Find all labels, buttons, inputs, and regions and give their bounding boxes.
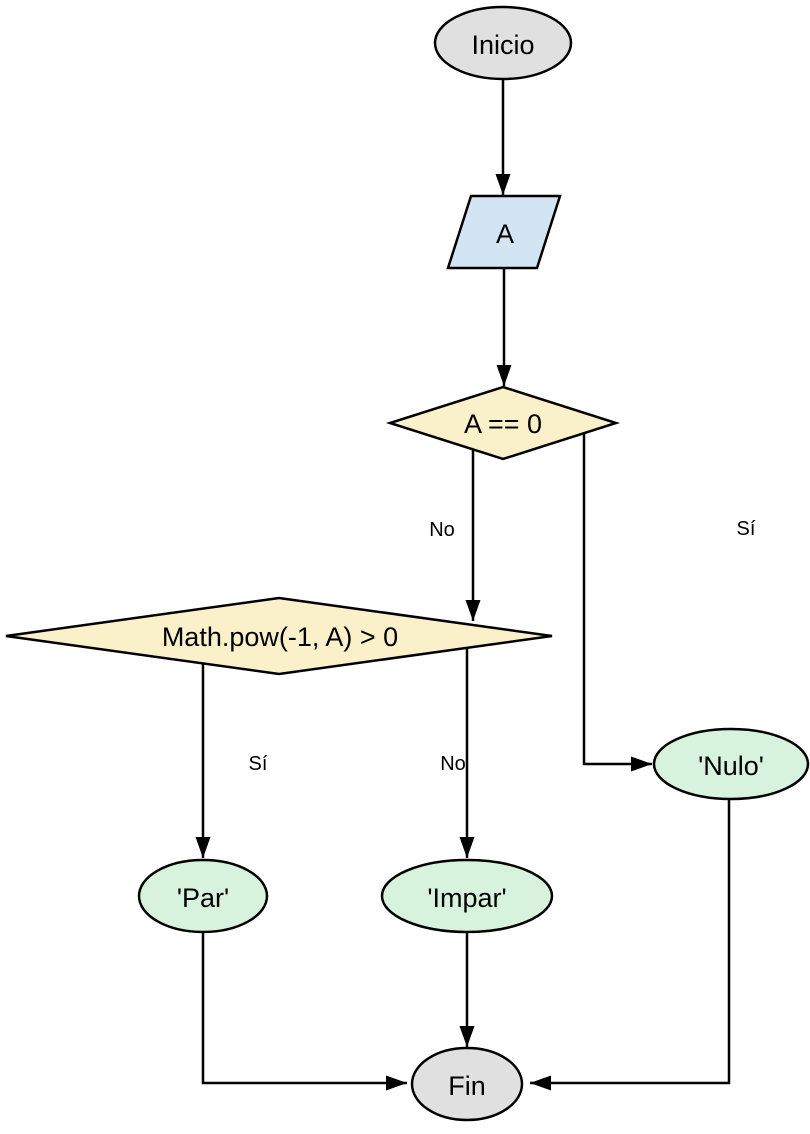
node-check-zero: A == 0 [385,385,621,461]
impar-label: 'Impar' [427,883,506,913]
nulo-result-ellipse [652,727,810,801]
edge-label-no-check-parity: No [440,753,466,775]
inicio-label: Inicio [471,30,534,60]
fin-label: Fin [448,1071,486,1101]
check-zero-diamond [385,385,621,461]
node-par: 'Par' [137,858,269,934]
edge-label-no-check-zero: No [429,519,455,541]
node-inicio: Inicio [433,5,573,81]
nulo-label: 'Nulo' [698,751,764,781]
edge-par-to-fin [201,932,407,1091]
check-parity-label: Math.pow(-1, A) > 0 [162,622,398,652]
node-impar: 'Impar' [380,858,554,934]
input-a-parallelogram [446,194,562,270]
node-input-a: A [446,194,562,270]
edge-nulo-to-fin [530,799,731,1091]
edge-check-zero-si-to-nulo [582,433,652,772]
par-label: 'Par' [177,883,229,913]
input-a-label: A [496,219,514,249]
impar-result-ellipse [380,858,554,934]
edge-label-si-check-zero: Sí [737,518,756,540]
node-fin: Fin [410,1046,524,1122]
node-nulo: 'Nulo' [652,727,810,801]
par-result-ellipse [137,858,269,934]
node-check-parity: Math.pow(-1, A) > 0 [5,596,553,676]
edge-label-si-check-parity: Sí [249,753,268,775]
check-parity-diamond [5,596,553,676]
check-zero-label: A == 0 [464,409,542,439]
fin-end-ellipse [410,1046,524,1122]
inicio-start-ellipse [433,5,573,81]
